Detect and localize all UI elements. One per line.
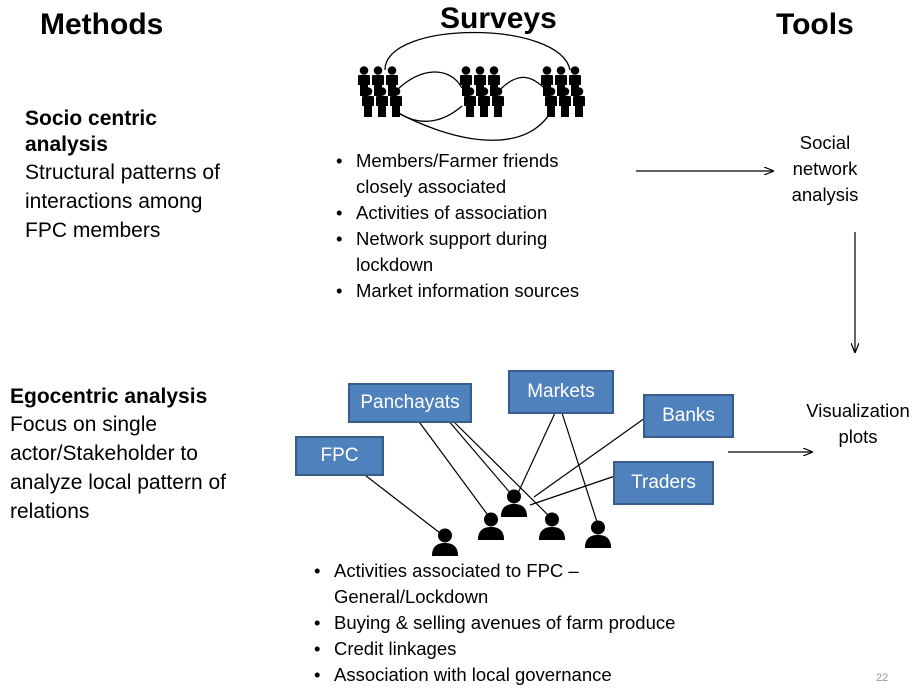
socio-centric-title-line1: Socio centric [25, 107, 157, 130]
egocentric-block: Egocentric analysis Focus on single acto… [10, 384, 226, 526]
box-panchayats: Panchayats [348, 383, 472, 423]
ego-item: Credit linkages [312, 636, 792, 662]
socio-centric-desc-line: FPC members [25, 219, 161, 242]
survey-item: Activities of association [334, 200, 634, 226]
surveys-header: Surveys [440, 2, 557, 35]
box-fpc: FPC [295, 436, 384, 476]
tool-visualization-plots: Visualization plots [806, 400, 910, 447]
people-group-left [358, 66, 402, 117]
methods-header: Methods [40, 8, 164, 41]
socio-centric-block: Socio centric analysis Structural patter… [25, 106, 220, 245]
people-group-right [541, 66, 585, 117]
survey-item: Market information sources [334, 278, 634, 304]
egocentric-desc-line: Focus on single [10, 413, 158, 436]
ego-item: Activities associated to FPC –General/Lo… [312, 558, 792, 610]
egocentric-desc-line: actor/Stakeholder to [10, 442, 198, 465]
ego-item: Association with local governance [312, 662, 792, 688]
page-number: 22 [876, 672, 889, 684]
box-banks: Banks [643, 394, 734, 438]
ego-people [431, 489, 612, 556]
box-markets: Markets [508, 370, 614, 414]
socio-centric-title-line2: analysis [25, 133, 108, 156]
ego-items-list: Activities associated to FPC –General/Lo… [312, 558, 792, 688]
tools-header: Tools [776, 8, 854, 41]
socio-centric-desc-line: Structural patterns of [25, 161, 220, 184]
people-group-middle [460, 66, 504, 117]
tool-social-network-analysis: Social network analysis [791, 132, 859, 205]
socio-centric-desc-line: interactions among [25, 190, 203, 213]
stakeholder-lines [360, 412, 646, 534]
egocentric-title: Egocentric analysis [10, 385, 208, 408]
egocentric-desc-line: relations [10, 500, 90, 523]
box-traders: Traders [613, 461, 714, 505]
ego-item: Buying & selling avenues of farm produce [312, 610, 792, 636]
egocentric-desc-line: analyze local pattern of [10, 471, 226, 494]
